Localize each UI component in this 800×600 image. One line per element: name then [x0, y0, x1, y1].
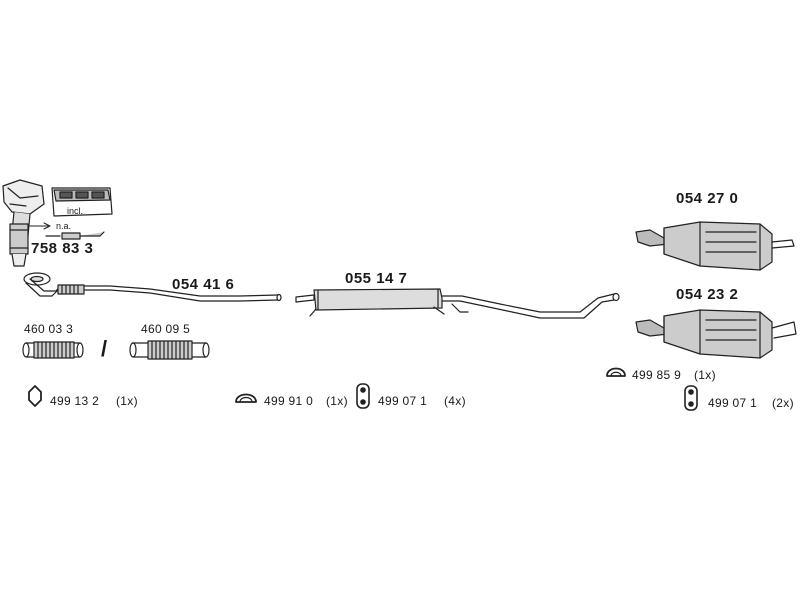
part-number-label: 055 14 7	[345, 270, 408, 287]
manifold-catalyst-icon	[2, 179, 45, 267]
fitting-quantity-label: (1x)	[694, 368, 716, 382]
fitting-number-label: 499 07 1	[378, 394, 428, 408]
part-number-label: 054 23 2	[676, 286, 739, 303]
middle-silencer-icon	[295, 288, 620, 319]
fitting-quantity-label: (1x)	[116, 394, 138, 408]
included-parts-icon	[51, 187, 113, 217]
flex-pipe-a-icon	[22, 341, 84, 359]
fitting-quantity-label: (4x)	[444, 394, 466, 408]
rear-silencer-b-icon	[635, 309, 797, 359]
part-number-label: 460 09 5	[141, 322, 191, 336]
fitting-quantity-label: (2x)	[772, 396, 794, 410]
part-number-label: 054 41 6	[172, 276, 235, 293]
fitting-number-label: 499 13 2	[50, 394, 100, 408]
not-available-label: n.a.	[56, 221, 72, 231]
gasket-ring-icon	[606, 367, 626, 377]
gasket-ring-icon	[235, 393, 257, 403]
fitting-number-label: 499 07 1	[708, 396, 758, 410]
rear-silencer-a-icon	[635, 221, 795, 271]
gasket-ring-icon	[28, 385, 42, 407]
rubber-mount-icon	[684, 385, 698, 411]
front-pipe-icon	[23, 272, 282, 302]
lambda-sensor-icon	[29, 222, 105, 240]
alternative-separator: /	[101, 336, 108, 361]
part-number-label: 460 03 3	[24, 322, 74, 336]
included-label: incl.	[67, 206, 84, 216]
flex-pipe-b-icon	[129, 340, 210, 360]
fitting-quantity-label: (1x)	[326, 394, 348, 408]
fitting-number-label: 499 85 9	[632, 368, 682, 382]
fitting-number-label: 499 91 0	[264, 394, 314, 408]
part-number-label: 758 83 3	[31, 240, 94, 257]
rubber-mount-icon	[356, 383, 370, 409]
part-number-label: 054 27 0	[676, 190, 739, 207]
